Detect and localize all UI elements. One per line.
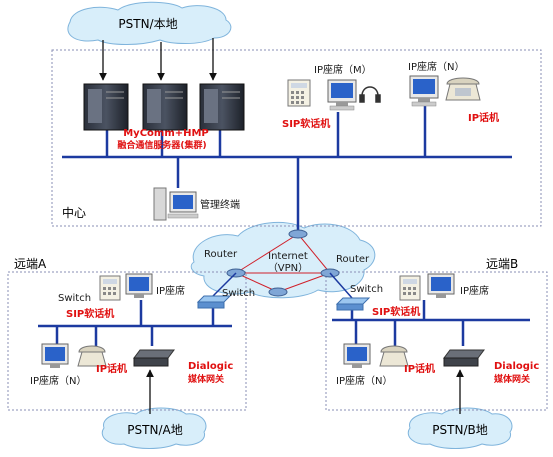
keypad-icon	[287, 79, 311, 107]
monitor-icon	[427, 273, 455, 298]
pstn-local-label: PSTN/本地	[118, 17, 177, 31]
remote-b-ip-agent-label: IP座席	[460, 284, 489, 297]
server-title: MyComm+HMP	[123, 128, 209, 139]
monitor-icon	[327, 79, 357, 111]
remote-b-ip-phone-label: IP话机	[404, 362, 435, 375]
phone-icon	[445, 77, 481, 101]
router-left-label: Router	[204, 249, 238, 260]
remote-b-sip-softphone-label: SIP软话机	[372, 305, 420, 318]
switch-a-left-label: Switch	[58, 293, 91, 304]
management-terminal-icon	[153, 187, 199, 221]
agent-n-label: IP座席（N）	[408, 60, 464, 73]
remote-a-gateway-title: Dialogic	[188, 361, 233, 372]
remote-a-gateway-subtitle: 媒体网关	[187, 373, 224, 385]
remote-a-sip-softphone-label: SIP软话机	[66, 307, 114, 320]
switch-b-label: Switch	[350, 284, 383, 295]
pstn-b-cloud: PSTN/B地	[407, 407, 513, 449]
internet-links	[235, 233, 331, 293]
server-icon	[199, 83, 245, 131]
phone-icon	[379, 345, 409, 367]
media-gateway-icon	[443, 349, 485, 367]
switch-a-icon	[196, 295, 232, 309]
remote-a-bus	[38, 300, 232, 346]
headset-icon	[359, 86, 381, 103]
vpn-label: （VPN）	[268, 262, 308, 274]
remote-b-bus	[332, 300, 530, 346]
remote-a-ip-agent-label: IP座席	[156, 284, 185, 297]
server-cluster	[83, 83, 245, 131]
server-icon	[142, 83, 188, 131]
monitor-icon	[41, 343, 69, 368]
center-region-label: 中心	[62, 205, 86, 220]
router-b-to-switch	[329, 272, 353, 299]
pstn-a-label: PSTN/A地	[127, 423, 182, 437]
server-icon	[83, 83, 129, 131]
center-ip-phone-label: IP话机	[468, 111, 499, 124]
center-region-box	[51, 49, 542, 227]
server-subtitle: 融合通信服务器(集群)	[117, 139, 206, 151]
center-bus	[62, 106, 512, 232]
remote-b-gateway-title: Dialogic	[494, 361, 539, 372]
pstn-b-label: PSTN/B地	[432, 423, 487, 437]
internet-label: Internet	[268, 251, 308, 262]
monitor-icon	[409, 75, 439, 107]
router-a-to-switch	[212, 272, 237, 297]
remote-b-region-label: 远端B	[486, 257, 518, 271]
switch-a-right-label: Switch	[222, 288, 255, 299]
phone-icon	[77, 345, 107, 367]
pstn-a-cloud: PSTN/A地	[101, 407, 207, 449]
monitor-icon	[125, 273, 153, 298]
monitor-icon	[343, 343, 371, 368]
media-gateway-icon	[133, 349, 175, 367]
remote-a-region-label: 远端A	[14, 257, 47, 271]
router-right-label: Router	[336, 254, 370, 265]
remote-b-region-box	[325, 271, 548, 411]
pstn-to-server-arrows	[99, 38, 217, 81]
internet-cloud: Internet （VPN）	[190, 222, 376, 299]
center-sip-softphone-label: SIP软话机	[282, 117, 330, 130]
router-icon	[268, 287, 288, 297]
remote-a-ip-phone-label: IP话机	[96, 362, 127, 375]
agent-m-label: IP座席（M）	[314, 63, 372, 76]
router-icon	[288, 229, 308, 239]
keypad-icon	[399, 275, 421, 301]
keypad-icon	[99, 275, 121, 301]
mgmt-terminal-label: 管理终端	[200, 198, 240, 211]
remote-b-agent-n-label: IP座席（N）	[336, 374, 392, 387]
remote-b-gateway-subtitle: 媒体网关	[493, 373, 530, 385]
remote-a-agent-n-label: IP座席（N）	[30, 374, 86, 387]
switch-b-icon	[335, 297, 371, 311]
pstn-local-cloud: PSTN/本地	[67, 1, 232, 45]
